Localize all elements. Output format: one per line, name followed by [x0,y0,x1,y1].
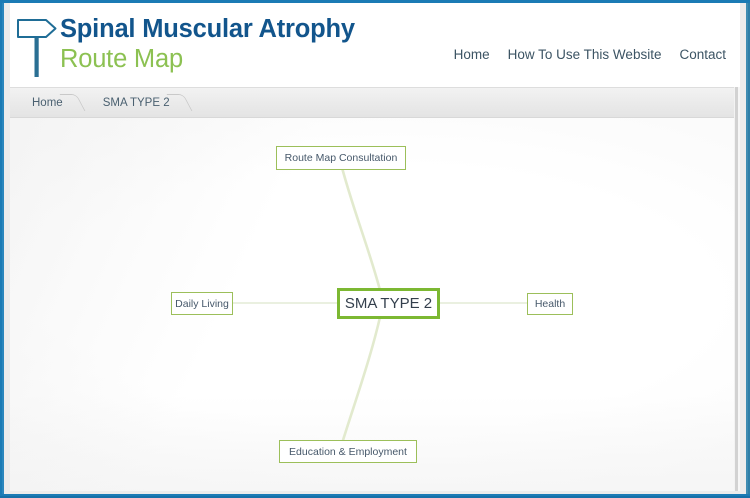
route-map-node-label: Route Map Consultation [284,152,398,164]
vertical-scrollbar[interactable] [734,87,740,491]
route-map-connectors [232,159,528,451]
route-map-node-label: Education & Employment [289,445,407,458]
route-map-canvas: Route Map Consultation Daily Living SMA … [10,118,740,491]
website-card: Spinal Muscular Atrophy Route Map Home H… [10,3,740,491]
window-frame-top [0,0,750,3]
route-map-node-daily-living[interactable]: Daily Living [171,292,233,315]
window-frame-bottom [0,494,750,498]
route-map-node-label: Health [534,298,566,310]
signpost-icon [17,19,57,77]
route-map-center-label: SMA TYPE 2 [344,295,433,312]
edge-center-to-education-employment [338,307,384,451]
breadcrumb-item-label: SMA TYPE 2 [102,96,170,109]
chevron-right-icon [59,94,86,111]
breadcrumb-item-sma-type-2[interactable]: SMA TYPE 2 [89,88,196,117]
site-header: Spinal Muscular Atrophy Route Map Home H… [10,3,740,87]
breadcrumb-item-label: Home [32,96,63,109]
edge-center-to-route-map-consultation [338,159,384,299]
route-map-node-health[interactable]: Health [527,293,573,315]
route-map-node-route-map-consultation[interactable]: Route Map Consultation [276,146,406,170]
nav-item-how-to-use-this-website[interactable]: How To Use This Website [507,47,662,62]
window-frame-left [0,0,4,498]
window-frame-right [746,0,750,498]
breadcrumb-item-home[interactable]: Home [22,88,89,117]
route-map-node-education-employment[interactable]: Education & Employment [279,440,417,463]
site-title-line-2: Route Map [60,44,183,73]
site-title-line-1: Spinal Muscular Atrophy [60,15,355,43]
route-map-node-label: Daily Living [175,297,229,310]
nav-item-contact[interactable]: Contact [679,47,726,62]
chevron-right-icon [166,94,193,111]
top-navigation: Home How To Use This Website Contact [454,47,726,62]
breadcrumb: Home SMA TYPE 2 [22,88,196,117]
route-map-node-center-sma-type-2[interactable]: SMA TYPE 2 [337,288,440,319]
nav-item-home[interactable]: Home [453,47,490,62]
site-title: Spinal Muscular Atrophy Route Map [60,15,355,73]
breadcrumb-bar: Home SMA TYPE 2 [10,87,740,118]
